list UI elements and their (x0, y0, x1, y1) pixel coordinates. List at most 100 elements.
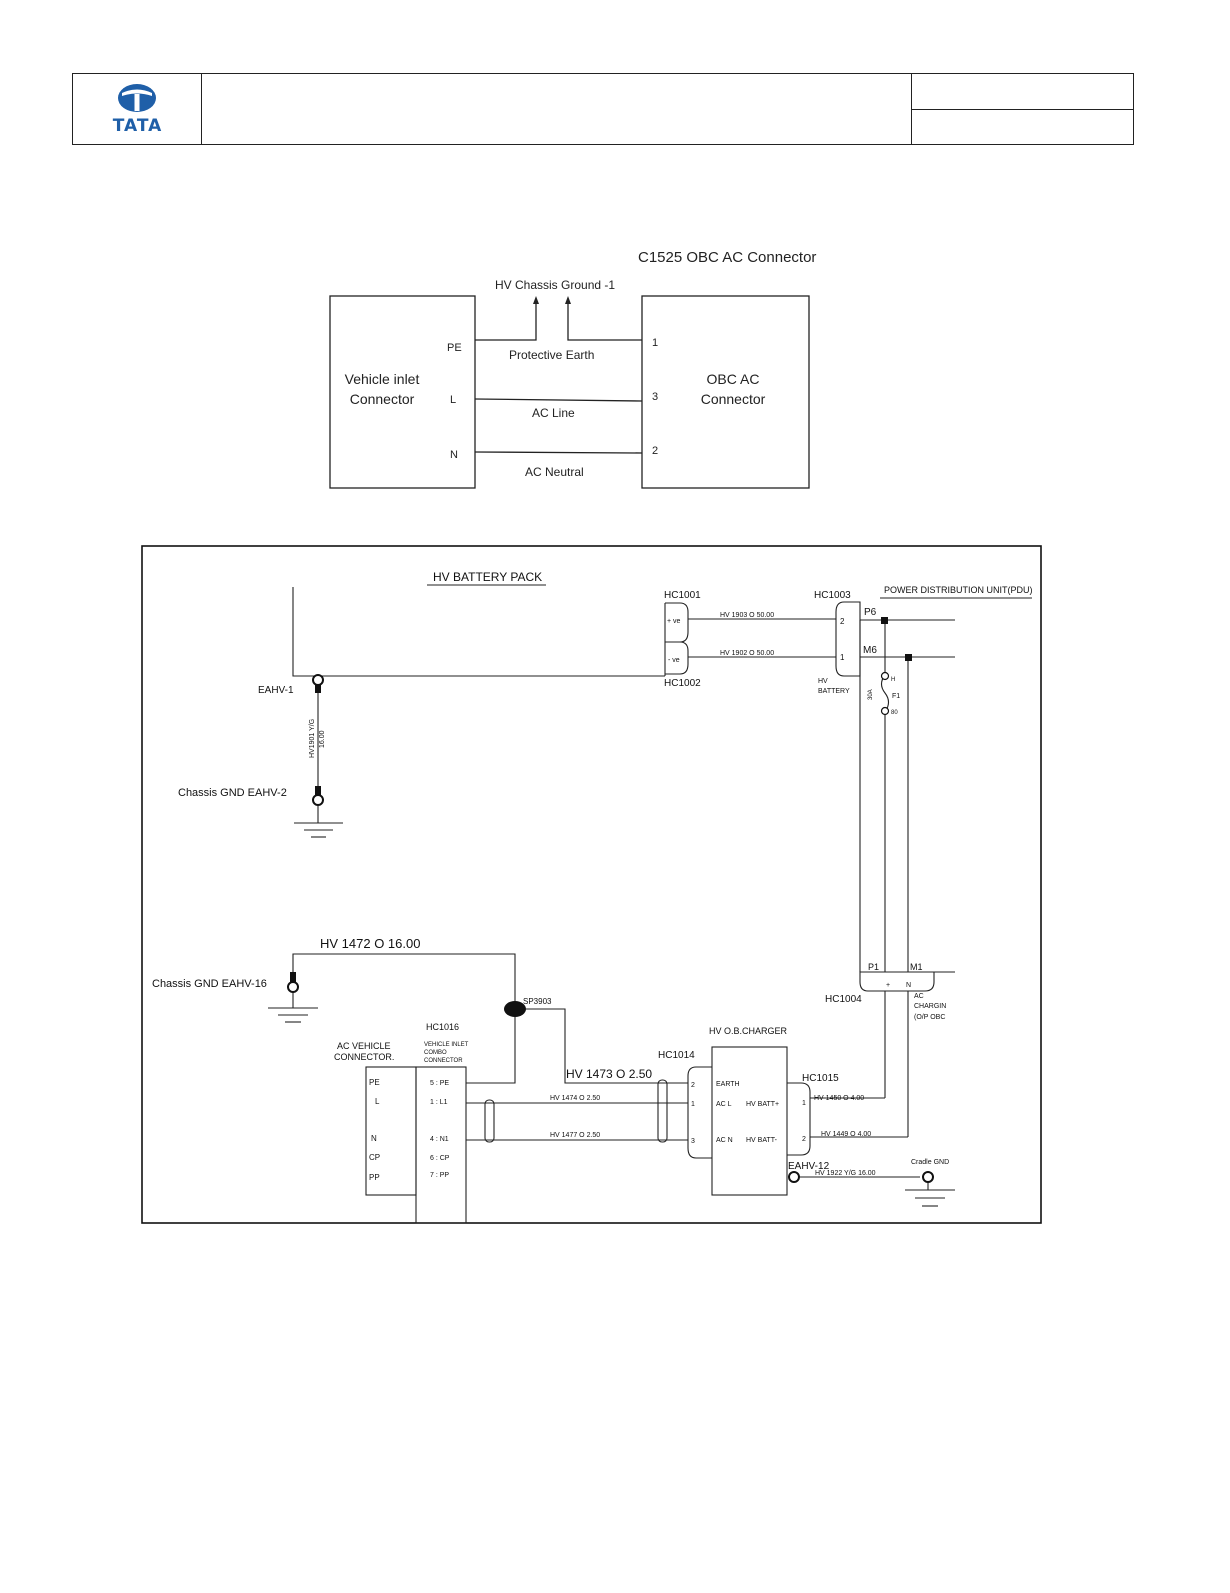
charger-title: HV O.B.CHARGER (709, 1026, 788, 1036)
label-hc1014: HC1014 (658, 1050, 695, 1061)
wire-ac-line: AC Line (532, 406, 575, 420)
wire-hv1449: HV 1449 O 4.00 (821, 1131, 871, 1138)
ac-pin-pp: PP (369, 1173, 380, 1182)
logo-wordmark: TATA (112, 116, 163, 136)
ac-pin-pe: PE (369, 1078, 380, 1087)
wire-hv1903: HV 1903 O 50.00 (720, 612, 774, 619)
left-pin-n: N (450, 449, 458, 461)
obc-ac-label-1: OBC AC (707, 371, 760, 387)
wire-protective-earth: Protective Earth (509, 348, 594, 362)
label-chassis-gnd-eahv16: Chassis GND EAHV-16 (152, 978, 267, 990)
label-hc1002: HC1002 (664, 678, 701, 689)
wire-hv1902: HV 1902 O 50.00 (720, 650, 774, 657)
junction-m6 (905, 654, 912, 661)
hc1014-pin-2: 2 (691, 1082, 695, 1089)
ac-charging-label-2: CHARGIN (914, 1003, 946, 1010)
vehicle-inlet-box (329, 295, 476, 489)
charger-ac-n: AC N (716, 1137, 733, 1144)
charger-earth: EARTH (716, 1081, 740, 1088)
right-pin-1: 1 (652, 337, 658, 349)
right-pin-3: 3 (652, 391, 658, 403)
inlet-label-3: CONNECTOR (424, 1058, 463, 1064)
tata-logo-icon (118, 84, 156, 112)
ac-pin-n: N (371, 1134, 377, 1143)
charger-hv-batt-neg: HV BATT- (746, 1137, 778, 1144)
pin-positive: + ve (667, 618, 681, 625)
charger-ac-l: AC L (716, 1101, 732, 1108)
ground-wire-label-2: 16.00 (319, 730, 326, 748)
label-eahv12: EAHV-12 (788, 1161, 830, 1172)
fuse-label: F1 (892, 693, 900, 700)
charger-hv-batt-pos: HV BATT+ (746, 1101, 779, 1108)
inlet-pin-l1: 1 : L1 (430, 1099, 448, 1106)
inlet-pin-pp: 7 : PP (430, 1172, 449, 1179)
ac-charging-label-1: AC (914, 993, 924, 1000)
wire-hv1450: HV 1450 O 4.00 (814, 1095, 864, 1102)
ring-terminal-eahv2-icon (312, 786, 324, 806)
label-m6: M6 (863, 645, 877, 656)
splice-sp3903-icon (504, 1001, 526, 1017)
obc-ac-label-2: Connector (701, 391, 766, 407)
label-eahv1: EAHV-1 (258, 685, 294, 696)
vehicle-inlet-label-1: Vehicle inlet (345, 371, 420, 387)
label-p6: P6 (864, 607, 877, 618)
header-divider (912, 109, 1133, 110)
vehicle-inlet-label-2: Connector (350, 391, 415, 407)
block-diagram-title: C1525 OBC AC Connector (638, 249, 816, 266)
wire-hv1477: HV 1477 O 2.50 (550, 1132, 600, 1139)
label-p1: P1 (868, 962, 879, 972)
label-hc1016: HC1016 (426, 1022, 459, 1032)
fuse-pin-a: H (891, 677, 895, 683)
left-pin-l: L (450, 394, 456, 406)
ring-terminal-eahv12-icon (788, 1171, 934, 1183)
wire-hv1922: HV 1922 Y/G 16.00 (815, 1170, 876, 1177)
ground-wire-label-1: HV1901 Y/G (309, 719, 316, 758)
fuse-terminal-bottom (880, 706, 890, 716)
left-pin-pe: PE (447, 342, 462, 354)
logo-cell: TATA (73, 74, 202, 144)
header-right-column (911, 74, 1133, 144)
label-hc1003: HC1003 (814, 590, 851, 601)
label-sp3903: SP3903 (523, 997, 552, 1006)
hc1014-pin-3: 3 (691, 1138, 695, 1145)
inlet-label-2: COMBO (424, 1050, 447, 1056)
ground-arrow-right-icon (565, 296, 571, 304)
pin-negative: - ve (668, 657, 680, 664)
inlet-pin-pe: 5 : PE (430, 1080, 449, 1087)
hc1014-pin-1: 1 (691, 1101, 695, 1108)
connector-block-diagram: C1525 OBC AC Connector HV Chassis Ground… (329, 249, 816, 489)
fuse-rating: 30A (868, 689, 874, 700)
label-hc1001: HC1001 (664, 590, 701, 601)
ring-terminal-eahv1-icon (312, 674, 324, 693)
hc1004-pin-a: + (886, 982, 890, 989)
ground-label: HV Chassis Ground -1 (495, 278, 615, 292)
inlet-pin-cp: 6 : CP (430, 1155, 450, 1162)
right-pin-2: 2 (652, 445, 658, 457)
battery-pack-title: HV BATTERY PACK (433, 570, 542, 584)
hc1003-pin-2: 2 (840, 617, 845, 626)
fuse-pin-b: 80 (891, 710, 898, 716)
wire-hv1472: HV 1472 O 16.00 (320, 936, 420, 951)
hv-battery-label-1: HV (818, 678, 828, 685)
ac-charging-label-3: (O/P OBC (914, 1014, 945, 1021)
ac-vehicle-label-2: CONNECTOR. (334, 1052, 394, 1062)
fuse-terminal-top (880, 671, 890, 681)
wire-ac-neutral: AC Neutral (525, 465, 584, 479)
label-m1: M1 (910, 962, 923, 972)
ring-terminal-eahv16-icon (287, 972, 299, 993)
schematic-frame (141, 545, 1042, 1224)
label-hc1004: HC1004 (825, 994, 862, 1005)
document-header: TATA (72, 73, 1134, 145)
hc1003-pin-1: 1 (840, 653, 845, 662)
hv-battery-label-2: BATTERY (818, 688, 850, 695)
ground-arrow-left-icon (533, 296, 539, 304)
inlet-pin-n1: 4 : N1 (430, 1136, 449, 1143)
label-cradle-gnd: Cradle GND (911, 1159, 949, 1166)
wire-hv1473: HV 1473 O 2.50 (566, 1067, 652, 1081)
ac-vehicle-label-1: AC VEHICLE (337, 1041, 391, 1051)
hc1015-pin-1: 1 (802, 1100, 806, 1107)
pdu-title: POWER DISTRIBUTION UNIT(PDU) (884, 585, 1033, 595)
ac-pin-l: L (375, 1097, 380, 1106)
inlet-label-1: VEHICLE INLET (424, 1042, 469, 1048)
